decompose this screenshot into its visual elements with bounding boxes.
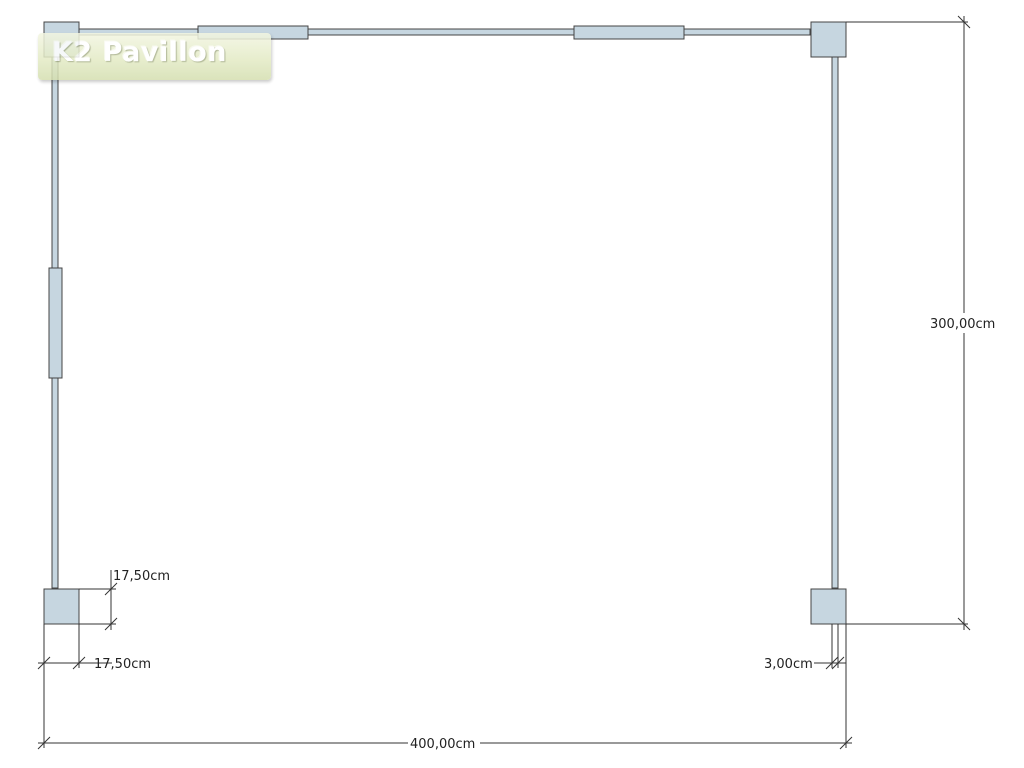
post-top-right <box>810 21 847 58</box>
window-top-right <box>573 25 685 40</box>
post-bottom-right <box>810 588 847 625</box>
width-dimension-label: 400,00cm <box>410 737 475 752</box>
height-dimension-label: 300,00cm <box>930 317 995 332</box>
window-left <box>48 267 63 379</box>
logo: K2 Pavillon <box>38 33 271 80</box>
logo-text: K2 Pavillon <box>52 37 228 68</box>
dimension-labels: 300,00cm 400,00cm 17,50cm 17,50cm 3,00cm <box>94 313 1000 752</box>
right-wall <box>831 55 839 589</box>
post-depth-label: 17,50cm <box>113 569 170 584</box>
walls <box>51 28 839 589</box>
wall-thickness-label: 3,00cm <box>764 657 813 672</box>
posts <box>43 21 847 625</box>
post-bottom-left <box>43 588 80 625</box>
post-width-label: 17,50cm <box>94 657 151 672</box>
dimension-lines <box>37 15 971 750</box>
